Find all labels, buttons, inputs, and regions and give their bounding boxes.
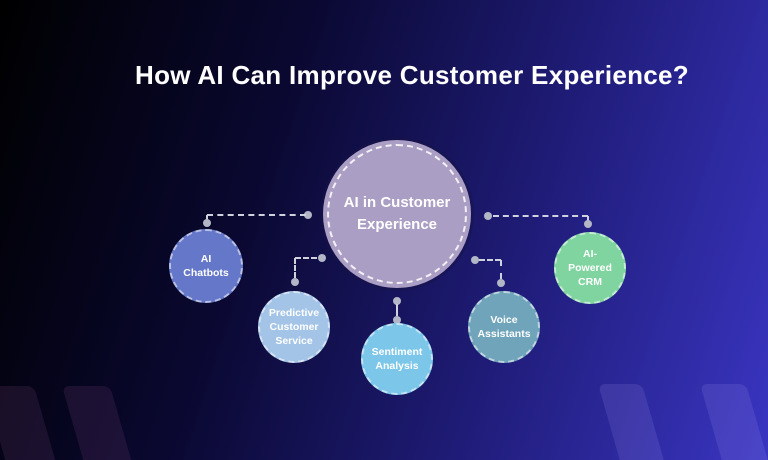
node-ai-powered-crm: AI-Powered CRM — [554, 232, 626, 304]
connector-dot — [291, 278, 299, 286]
connector-line — [294, 258, 296, 278]
connector-dot — [203, 219, 211, 227]
node-label: Voice Assistants — [477, 313, 531, 340]
connector-dot — [471, 256, 479, 264]
decorative-stripe — [700, 384, 768, 460]
node-label: AI Chatbots — [183, 252, 229, 279]
connector-line — [206, 215, 208, 221]
node-label: AI-Powered CRM — [568, 247, 612, 289]
connector-line — [500, 260, 502, 279]
connector-dot — [393, 316, 401, 324]
hub-dashed-ring — [327, 144, 467, 284]
node-label: Predictive Customer Service — [268, 306, 320, 348]
node-ai-in-customer-experience: AI in Customer Experience — [323, 140, 471, 288]
hub-label: AI in Customer Experience — [343, 193, 451, 234]
connector-dot — [584, 220, 592, 228]
connector-line — [396, 304, 398, 316]
connector-line — [493, 215, 588, 217]
connector-dot — [497, 279, 505, 287]
connector-dot — [484, 212, 492, 220]
page-title: How AI Can Improve Customer Experience? — [135, 60, 689, 90]
node-voice-assistants: Voice Assistants — [468, 291, 540, 363]
connector-dot — [304, 211, 312, 219]
connector-line — [295, 257, 317, 259]
connector-dot — [393, 297, 401, 305]
node-ai-chatbots: AI Chatbots — [169, 229, 243, 303]
connector-line — [207, 214, 306, 216]
connector-line — [587, 216, 589, 222]
connector-dot — [318, 254, 326, 262]
decorative-stripe — [62, 386, 136, 460]
node-sentiment-analysis: Sentiment Analysis — [361, 323, 433, 395]
decorative-stripe — [0, 386, 60, 460]
decorative-stripe — [598, 384, 669, 460]
connector-line — [479, 259, 501, 261]
node-label: Sentiment Analysis — [371, 345, 423, 372]
node-predictive-customer-service: Predictive Customer Service — [258, 291, 330, 363]
